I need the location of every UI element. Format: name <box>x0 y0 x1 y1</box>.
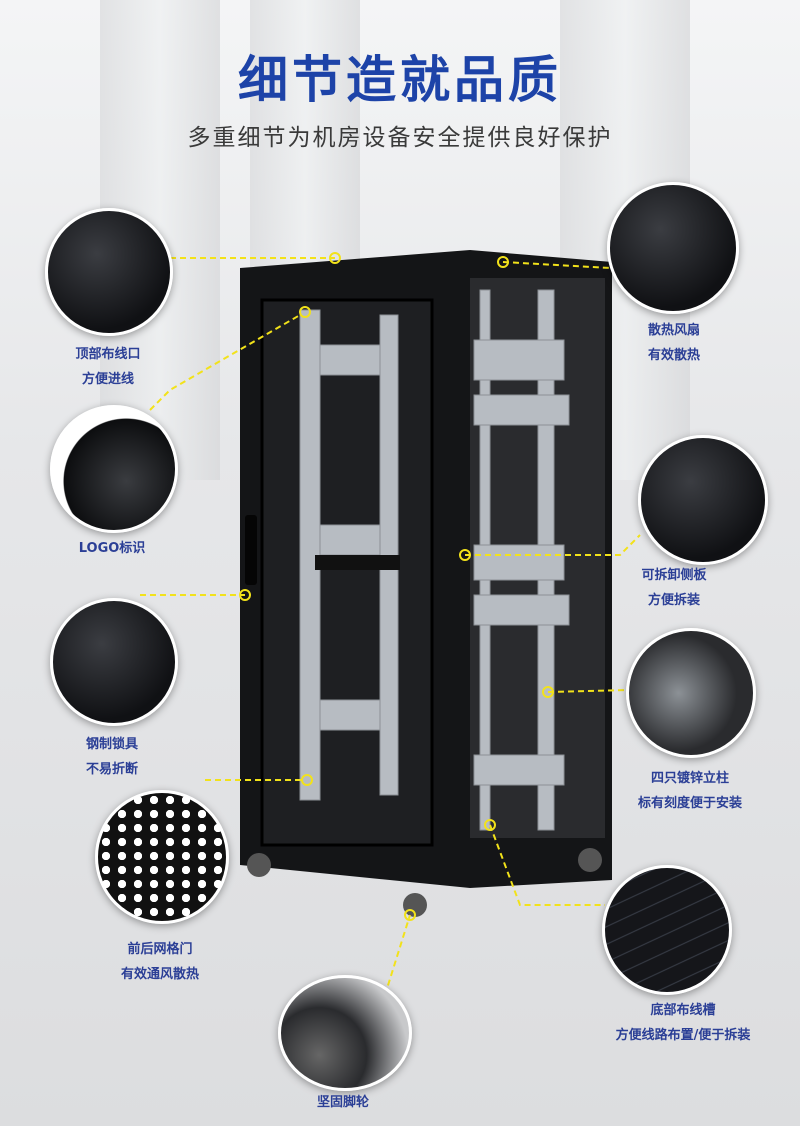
steel-lock-detail <box>50 598 178 726</box>
feature-label: 散热风扇有效散热 <box>647 323 700 363</box>
posts-detail <box>626 628 756 758</box>
page-title: 细节造就品质 <box>238 51 562 109</box>
feature-label: 四只镀锌立柱标有刻度便于安装 <box>637 771 742 811</box>
feature-label: 可拆卸侧板方便拆装 <box>641 568 707 608</box>
feature-label: 前后网格门有效通风散热 <box>120 942 199 982</box>
feature-label: 顶部布线口方便进线 <box>75 347 141 387</box>
side-panel-detail <box>638 435 768 565</box>
cooling-fan-detail <box>607 182 739 314</box>
feature-label: 坚固脚轮 <box>316 1095 369 1110</box>
top-cable-entry-detail <box>45 208 173 336</box>
feature-label: 钢制锁具不易折断 <box>85 737 138 777</box>
bottom-cable-tray-detail <box>602 865 732 995</box>
feature-label: LOGO标识 <box>78 541 146 556</box>
casters-detail <box>278 975 412 1091</box>
page-subtitle: 多重细节为机房设备安全提供良好保护 <box>187 125 613 151</box>
mesh-door-detail <box>95 790 229 924</box>
logo-detail <box>50 405 178 533</box>
feature-label: 底部布线槽方便线路布置/便于拆装 <box>615 1003 751 1043</box>
